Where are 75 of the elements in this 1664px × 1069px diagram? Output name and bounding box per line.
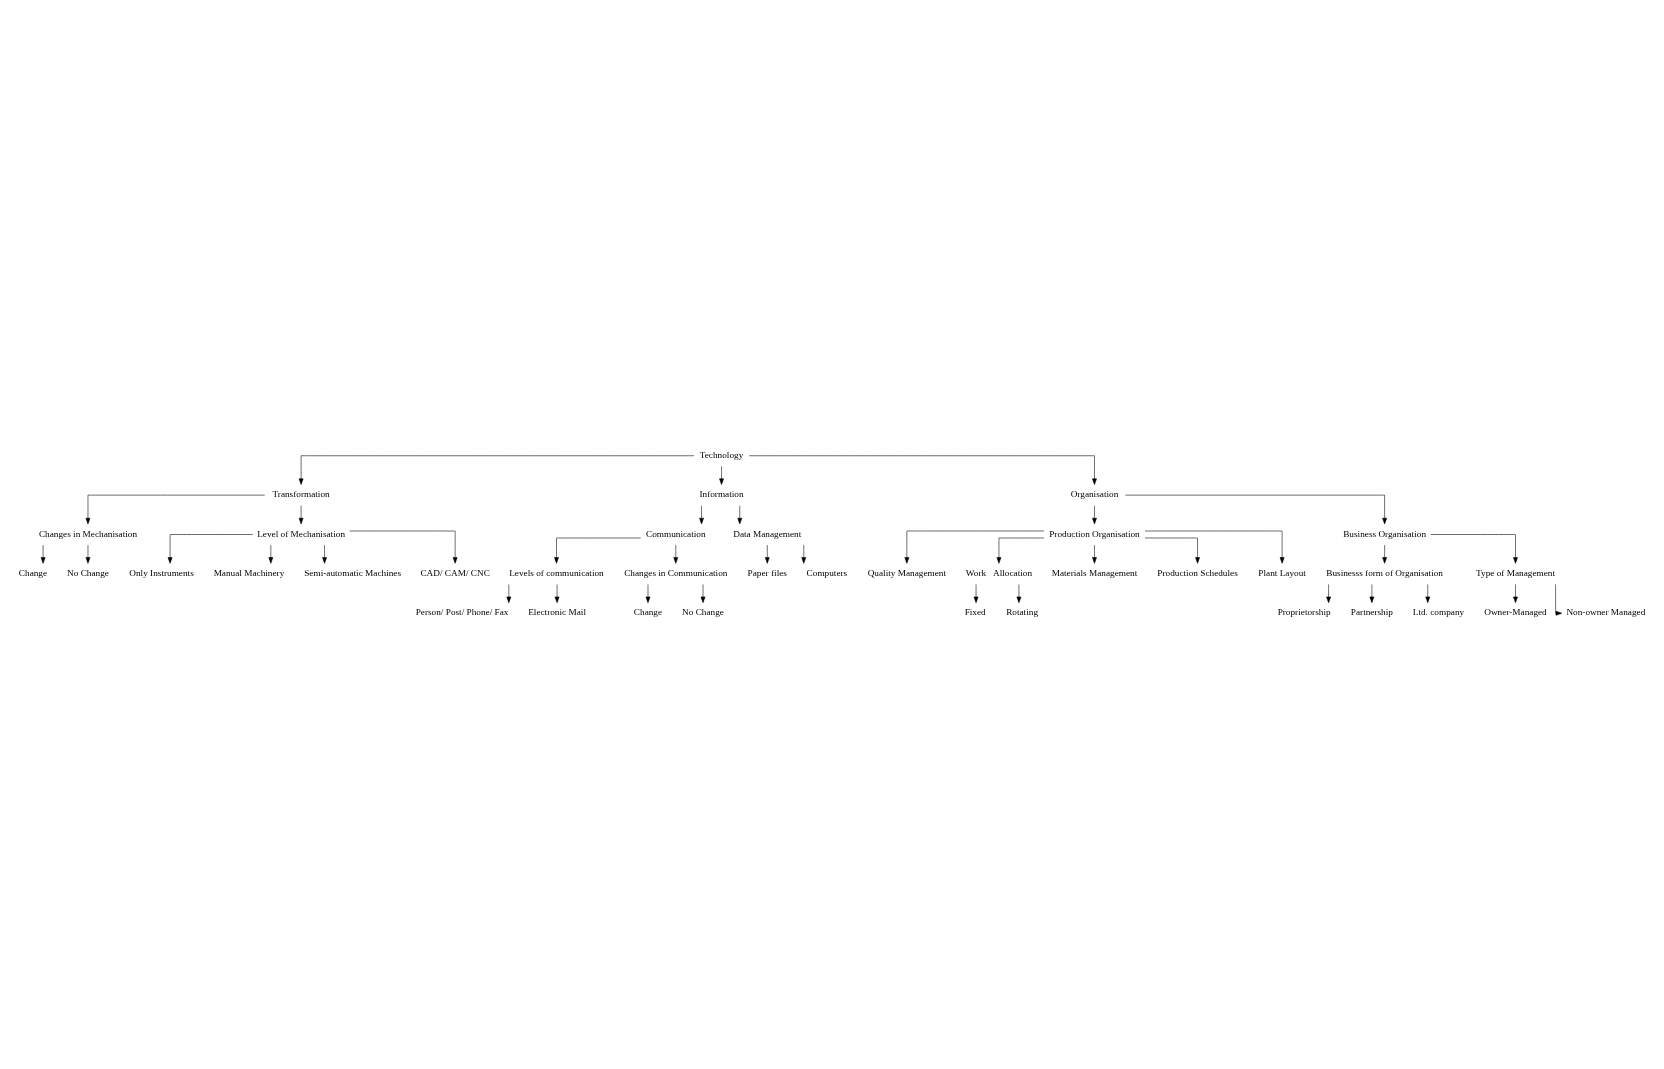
node-text: Paper files bbox=[747, 568, 787, 579]
node-text: Ltd. company bbox=[1412, 607, 1465, 618]
arrow bbox=[748, 455, 1097, 485]
node-text: Materials Management bbox=[1051, 568, 1138, 579]
arrow bbox=[801, 544, 807, 564]
node-text: Quality Management bbox=[867, 568, 947, 579]
arrow bbox=[506, 584, 512, 603]
node-text: Partnership bbox=[1350, 607, 1393, 618]
arrow bbox=[973, 584, 979, 603]
arrow bbox=[719, 466, 724, 485]
node-text: Electronic Mail bbox=[528, 607, 586, 618]
node-text: CAD/ CAM/ CNC bbox=[420, 568, 490, 579]
arrow bbox=[554, 584, 560, 603]
arrow bbox=[1326, 584, 1331, 603]
node-text: Transformation bbox=[272, 489, 330, 500]
node-text: Owner-Managed bbox=[1484, 607, 1547, 618]
arrow bbox=[904, 530, 1045, 564]
arrow bbox=[85, 544, 91, 564]
node-text: Production Organisation bbox=[1049, 528, 1140, 539]
arrow bbox=[764, 544, 770, 564]
node-text: Organisation bbox=[1070, 489, 1119, 500]
arrow bbox=[1016, 584, 1022, 603]
node-text: Computers bbox=[806, 568, 848, 579]
node-text: Change bbox=[18, 568, 48, 579]
node-text: Semi-automatic Machines bbox=[304, 568, 402, 579]
node-text: Information bbox=[699, 489, 744, 500]
arrow bbox=[1425, 584, 1431, 603]
node-text: Person/ Post/ Phone/ Fax bbox=[415, 607, 509, 618]
arrow bbox=[85, 494, 265, 525]
node-text: Businesss form of Organisation bbox=[1326, 568, 1443, 579]
node-text: Non-owner Managed bbox=[1566, 607, 1646, 618]
node-text: Only Instruments bbox=[129, 568, 194, 579]
arrow bbox=[699, 505, 704, 525]
node-text: Technology bbox=[699, 449, 744, 460]
node-text: Changes in Mechanisation bbox=[38, 528, 138, 539]
arrow bbox=[645, 584, 651, 603]
arrow bbox=[1382, 544, 1387, 564]
node-text: Fixed bbox=[964, 607, 986, 618]
arrow bbox=[1144, 530, 1285, 564]
arrow bbox=[1369, 584, 1375, 603]
node-text: Type of Management bbox=[1476, 568, 1555, 579]
node-text: No Change bbox=[67, 568, 109, 579]
arrow bbox=[349, 530, 458, 564]
node-text: Work Allocation bbox=[965, 568, 1033, 579]
arrow bbox=[1430, 534, 1518, 564]
arrow bbox=[1125, 494, 1387, 525]
arrow bbox=[996, 537, 1045, 564]
arrow bbox=[554, 537, 641, 564]
arrow bbox=[673, 544, 679, 564]
arrow bbox=[1092, 544, 1097, 564]
arrow bbox=[298, 455, 695, 485]
node-text: Rotating bbox=[1006, 607, 1039, 618]
arrow bbox=[268, 544, 274, 564]
node-text: Level of Mechanisation bbox=[257, 528, 346, 539]
node-text: Business Organisation bbox=[1343, 528, 1427, 539]
arrow bbox=[167, 534, 253, 564]
arrow bbox=[1555, 584, 1563, 616]
node-text: Plant Layout bbox=[1258, 568, 1306, 579]
arrow bbox=[700, 584, 706, 603]
node-text: Levels of communication bbox=[509, 568, 604, 579]
node-text: Proprietorship bbox=[1277, 607, 1331, 618]
node-text: Data Management bbox=[733, 528, 802, 539]
node-text: No Change bbox=[682, 607, 724, 618]
node-text: Manual Machinery bbox=[213, 568, 285, 579]
node-text: Production Schedules bbox=[1157, 568, 1238, 579]
arrow bbox=[40, 544, 46, 564]
arrow bbox=[1144, 537, 1200, 564]
arrow bbox=[298, 505, 304, 525]
node-text: Changes in Communication bbox=[624, 568, 728, 579]
node-text: Change bbox=[633, 607, 663, 618]
arrow bbox=[322, 544, 327, 564]
arrow bbox=[737, 505, 743, 525]
arrow bbox=[1513, 584, 1518, 603]
arrow bbox=[1092, 505, 1097, 525]
node-text: Communication bbox=[645, 528, 706, 539]
